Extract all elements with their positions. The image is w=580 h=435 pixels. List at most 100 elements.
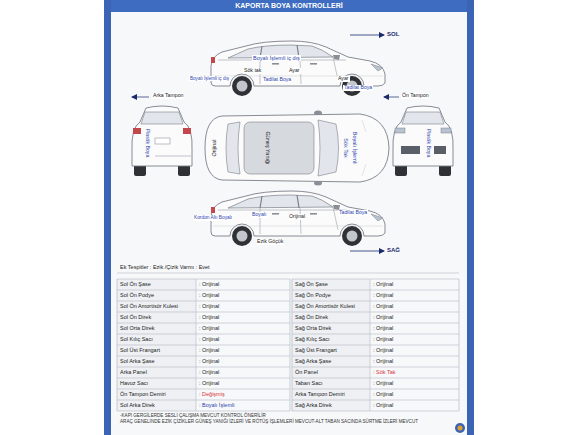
table-cell: Sol Ön Şase [120, 281, 151, 287]
table-cell: : Orijinal [199, 292, 219, 298]
table-cell: : Orijinal [199, 325, 219, 331]
part-label: Boyalı İşlemli iç dış [252, 55, 301, 61]
frame-strip [467, 0, 474, 435]
table-cell: Sol Orta Direk [120, 325, 155, 331]
table-rule [292, 345, 459, 346]
table-cell: Sol Ön Podye [120, 292, 154, 298]
part-label: Tadilat Boya [262, 77, 292, 83]
part-label: Orijinal [288, 214, 306, 220]
frame-strip [104, 0, 111, 435]
table-cell: Sağ Kılıç Sacı [295, 336, 330, 342]
table-cell: : Sök Tak [373, 369, 396, 375]
table-cell: : Orijinal [373, 358, 393, 364]
table-rule [117, 389, 290, 390]
table-rule [117, 345, 290, 346]
table-rule [292, 290, 459, 291]
part-label: Sök tak [243, 68, 262, 74]
table-rule [292, 367, 459, 368]
table-cell: : Orijinal [199, 369, 219, 375]
table-cell: : Orijinal [373, 402, 393, 408]
table-rule [459, 279, 460, 411]
table-cell: : Orijinal [199, 314, 219, 320]
car-rear-view [132, 106, 192, 176]
direction-arrow [350, 35, 384, 36]
table-rule [292, 279, 293, 411]
table-rule [290, 279, 291, 411]
table-rule [370, 279, 371, 411]
table-cell: Havuz Sacı [120, 380, 148, 386]
table-cell: Sol Ön Direk [120, 314, 151, 320]
table-rule [117, 301, 290, 302]
table-cell: : Orijinal [373, 336, 393, 342]
table-rule [117, 279, 118, 411]
part-label: Boyalı [251, 212, 267, 218]
table-cell: : Orijinal [373, 281, 393, 287]
table-rule [117, 411, 290, 412]
car-front-view [393, 106, 453, 176]
table-rule [117, 378, 290, 379]
table-rule [292, 411, 459, 412]
part-label: Ayar [337, 76, 350, 82]
table-cell: Sağ Üst Frangart [295, 347, 337, 353]
part-label: Kordon Altı Boyalı [193, 215, 233, 221]
leader-line [384, 97, 399, 98]
table-cell: : Orijinal [199, 347, 219, 353]
part-label: Ezik Göçük [256, 239, 284, 245]
leader-line [132, 97, 149, 98]
table-rule [292, 301, 459, 302]
table-rule [292, 334, 459, 335]
table-cell: Sağ Ön Şase [295, 281, 328, 287]
table-cell: Sağ Ön Podye [295, 292, 331, 298]
logo-mark [458, 426, 463, 431]
table-rule [117, 312, 290, 313]
table-cell: Taban Sacı [295, 380, 323, 386]
table-rule [117, 367, 290, 368]
table-rule [292, 389, 459, 390]
table-cell: : Orijinal [373, 347, 393, 353]
page-title: KAPORTA BOYA KONTROLLERİ [111, 1, 467, 11]
table-rule [292, 356, 459, 357]
table-rule [117, 290, 290, 291]
car-left-side [211, 41, 385, 96]
table-cell: : Orijinal [199, 380, 219, 386]
table-cell: : Orijinal [373, 380, 393, 386]
part-label: Boyalı İşlemli [352, 132, 358, 164]
table-rule [292, 323, 459, 324]
table-cell: Arka Panel [120, 369, 147, 375]
table-rule [117, 279, 290, 280]
table-cell: Sağ Ön Direk [295, 314, 328, 320]
table-cell: : Orijinal [373, 314, 393, 320]
table-grid [117, 279, 459, 411]
part-label: SOL [387, 31, 399, 38]
table-rule [292, 279, 459, 280]
table-cell: Sol Üst Frangart [120, 347, 160, 353]
note-text: ARAÇ GENELİNDE EZİK ÇİZİKLER GÜNEŞ YANIĞ… [120, 419, 418, 424]
part-label: Sök Tak [343, 138, 349, 157]
table-cell: Arka Tampon Demiri [295, 391, 345, 397]
table-cell: Sağ Arka Şase [295, 358, 331, 364]
part-label: Ayar [288, 68, 301, 74]
table-cell: : Boyalı İşlemli [199, 402, 234, 408]
table-cell: Sağ Ön Amortisör Kulesi [295, 303, 355, 309]
table-rule [292, 378, 459, 379]
table-cell: Ön Tampon Demiri [120, 391, 166, 397]
separator [117, 273, 459, 274]
part-label: Plastik Boya [144, 129, 150, 158]
table-cell: : Değişmiş [199, 391, 225, 397]
table-cell: : Orijinal [199, 358, 219, 364]
table-cell: : Orijinal [373, 325, 393, 331]
part-label: Ön Tampon [401, 93, 430, 99]
table-cell: : Orijinal [373, 292, 393, 298]
note-text: -KAPI GERGİLERDE SESLİ ÇALIŞMA MEVCUT KO… [120, 413, 266, 418]
part-label: Tadilat Boya [343, 85, 373, 91]
table-cell: : Orijinal [199, 303, 219, 309]
table-rule [196, 279, 197, 411]
part-label: Ek Tespitler : Ezik /Çizik Varmı : Evet [120, 264, 210, 270]
table-rule [117, 323, 290, 324]
table-cell: Sol Arka Direk [120, 402, 155, 408]
table-rule [117, 400, 290, 401]
table-cell: Sol Kılıç Sacı [120, 336, 153, 342]
table-cell: Sol Ön Amortisör Kulesi [120, 303, 178, 309]
table-cell: Sağ Orta Direk [295, 325, 331, 331]
